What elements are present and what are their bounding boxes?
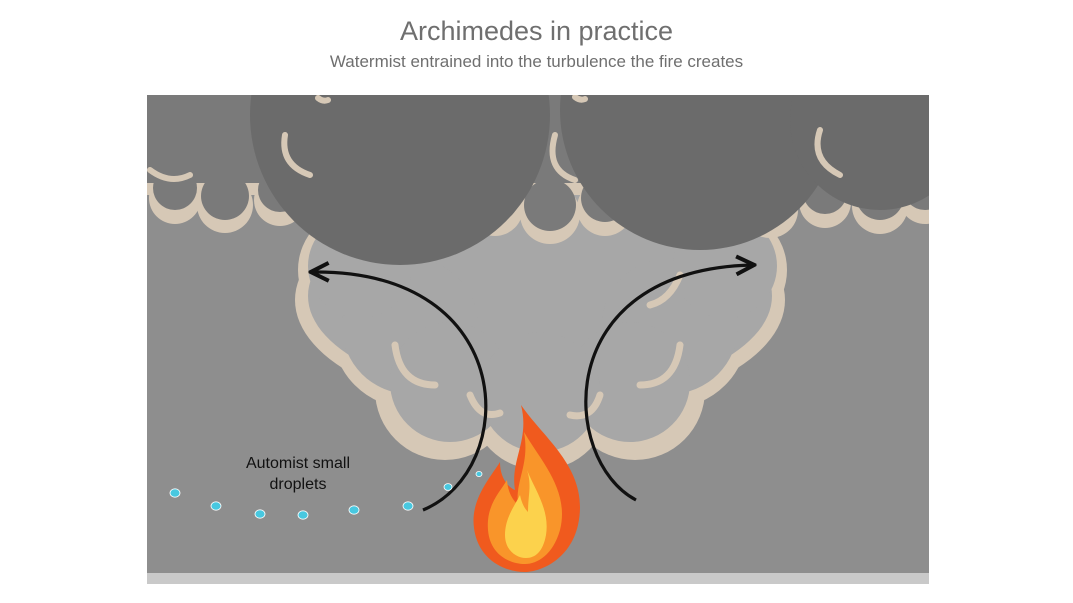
water-droplet-icon: [169, 488, 181, 498]
water-droplet-icon: [254, 509, 266, 519]
droplets-label-line1: Automist small: [245, 455, 351, 472]
droplets-label: Automist small droplets: [218, 453, 378, 495]
water-droplet-icon: [297, 510, 309, 520]
smoke-layer: [147, 95, 929, 265]
water-droplet-icon: [443, 483, 453, 491]
curved-arrow-icon: [584, 265, 752, 502]
water-droplet-icon: [475, 470, 483, 477]
fire-icon: [473, 405, 580, 572]
water-droplet-icon: [210, 501, 222, 511]
page-title: Archimedes in practice: [399, 16, 674, 46]
water-droplet-icon: [348, 505, 360, 515]
curved-arrow-icon: [313, 272, 488, 512]
page-subtitle: Watermist entrained into the turbulence …: [329, 52, 744, 71]
water-droplet-icon: [402, 501, 414, 511]
floor: [147, 573, 929, 584]
droplets-label-line2: droplets: [269, 476, 327, 493]
